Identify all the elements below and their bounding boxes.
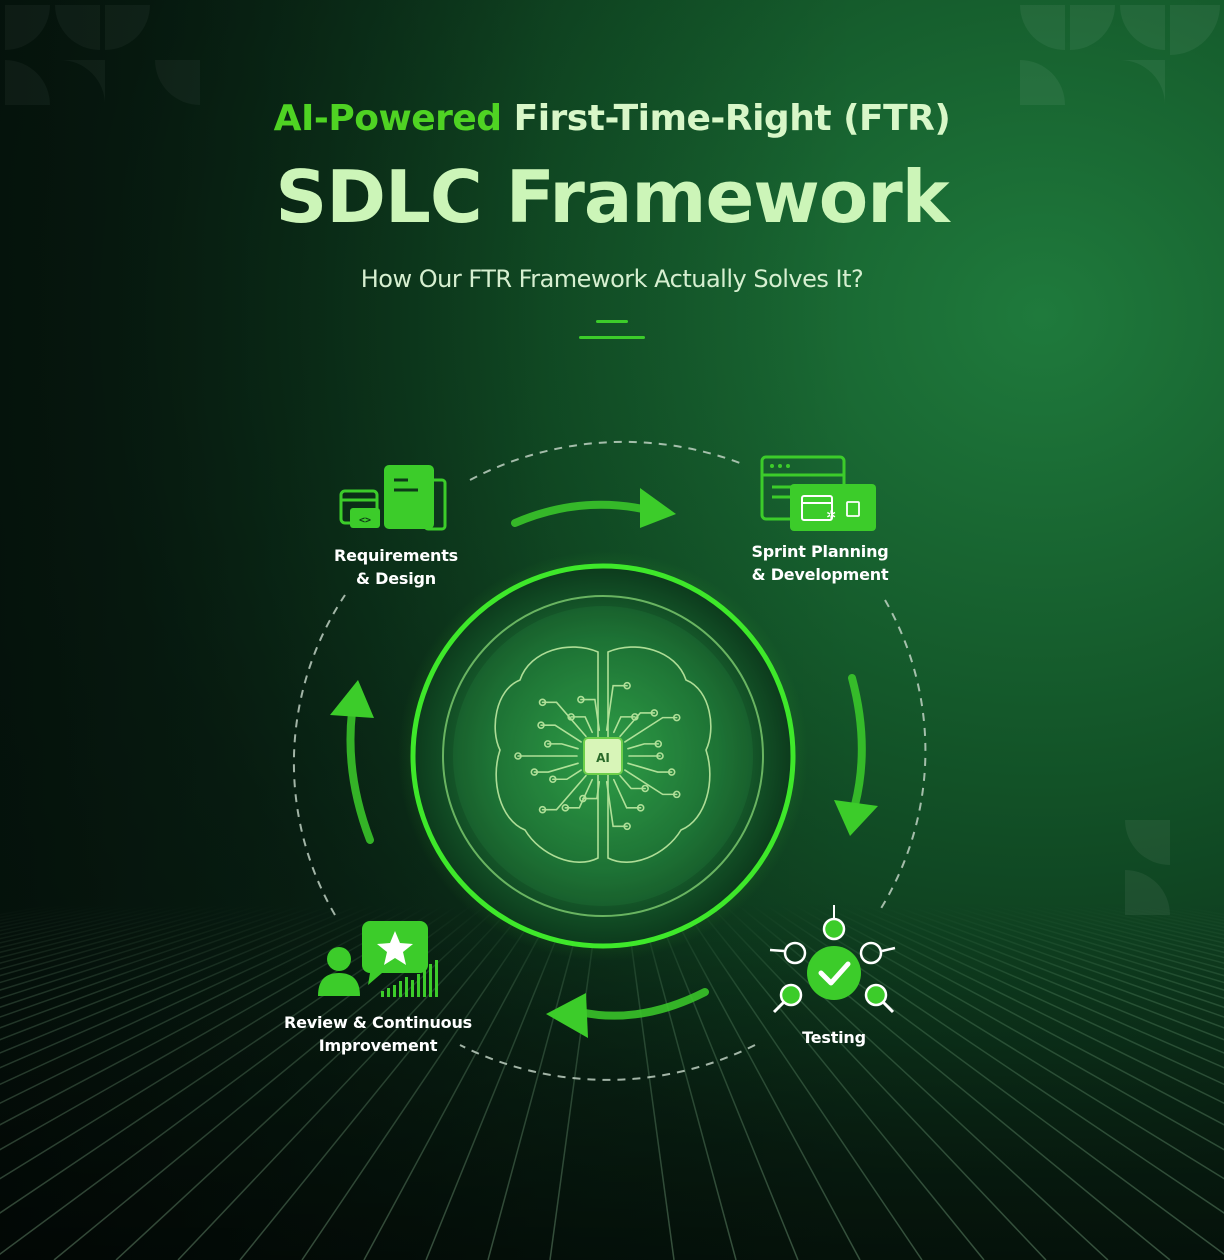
stage-label-review: Review & Continuous Improvement [284,1013,472,1055]
flow-arrows [330,488,878,1038]
review-icon [318,921,438,997]
stage-label-sprint: Sprint Planning & Development [751,542,889,584]
orbit-dashes [292,440,927,1081]
svg-text:✲: ✲ [826,508,836,522]
stage-label-requirements: Requirements & Design [334,546,458,588]
title-highlight: AI-Powered [273,98,502,139]
stage-label-testing: Testing [802,1028,866,1047]
header: AI-Powered First-Time-Right (FTR) SDLC F… [0,92,1224,296]
svg-text:<>: <> [359,515,371,526]
testing-icon [769,905,896,1014]
title-rest: First-Time-Right (FTR) [513,98,951,139]
page-title: SDLC Framework [275,155,949,239]
ai-chip-label: AI [596,751,610,765]
ai-brain-hub: AI [398,551,808,961]
subtitle: How Our FTR Framework Actually Solves It… [360,265,864,293]
title-divider [579,320,645,340]
title-line-1: AI-Powered First-Time-Right (FTR) [0,92,1224,146]
sprint-planning-icon: ✲ [760,455,876,531]
requirements-design-icon: <> [339,465,447,531]
